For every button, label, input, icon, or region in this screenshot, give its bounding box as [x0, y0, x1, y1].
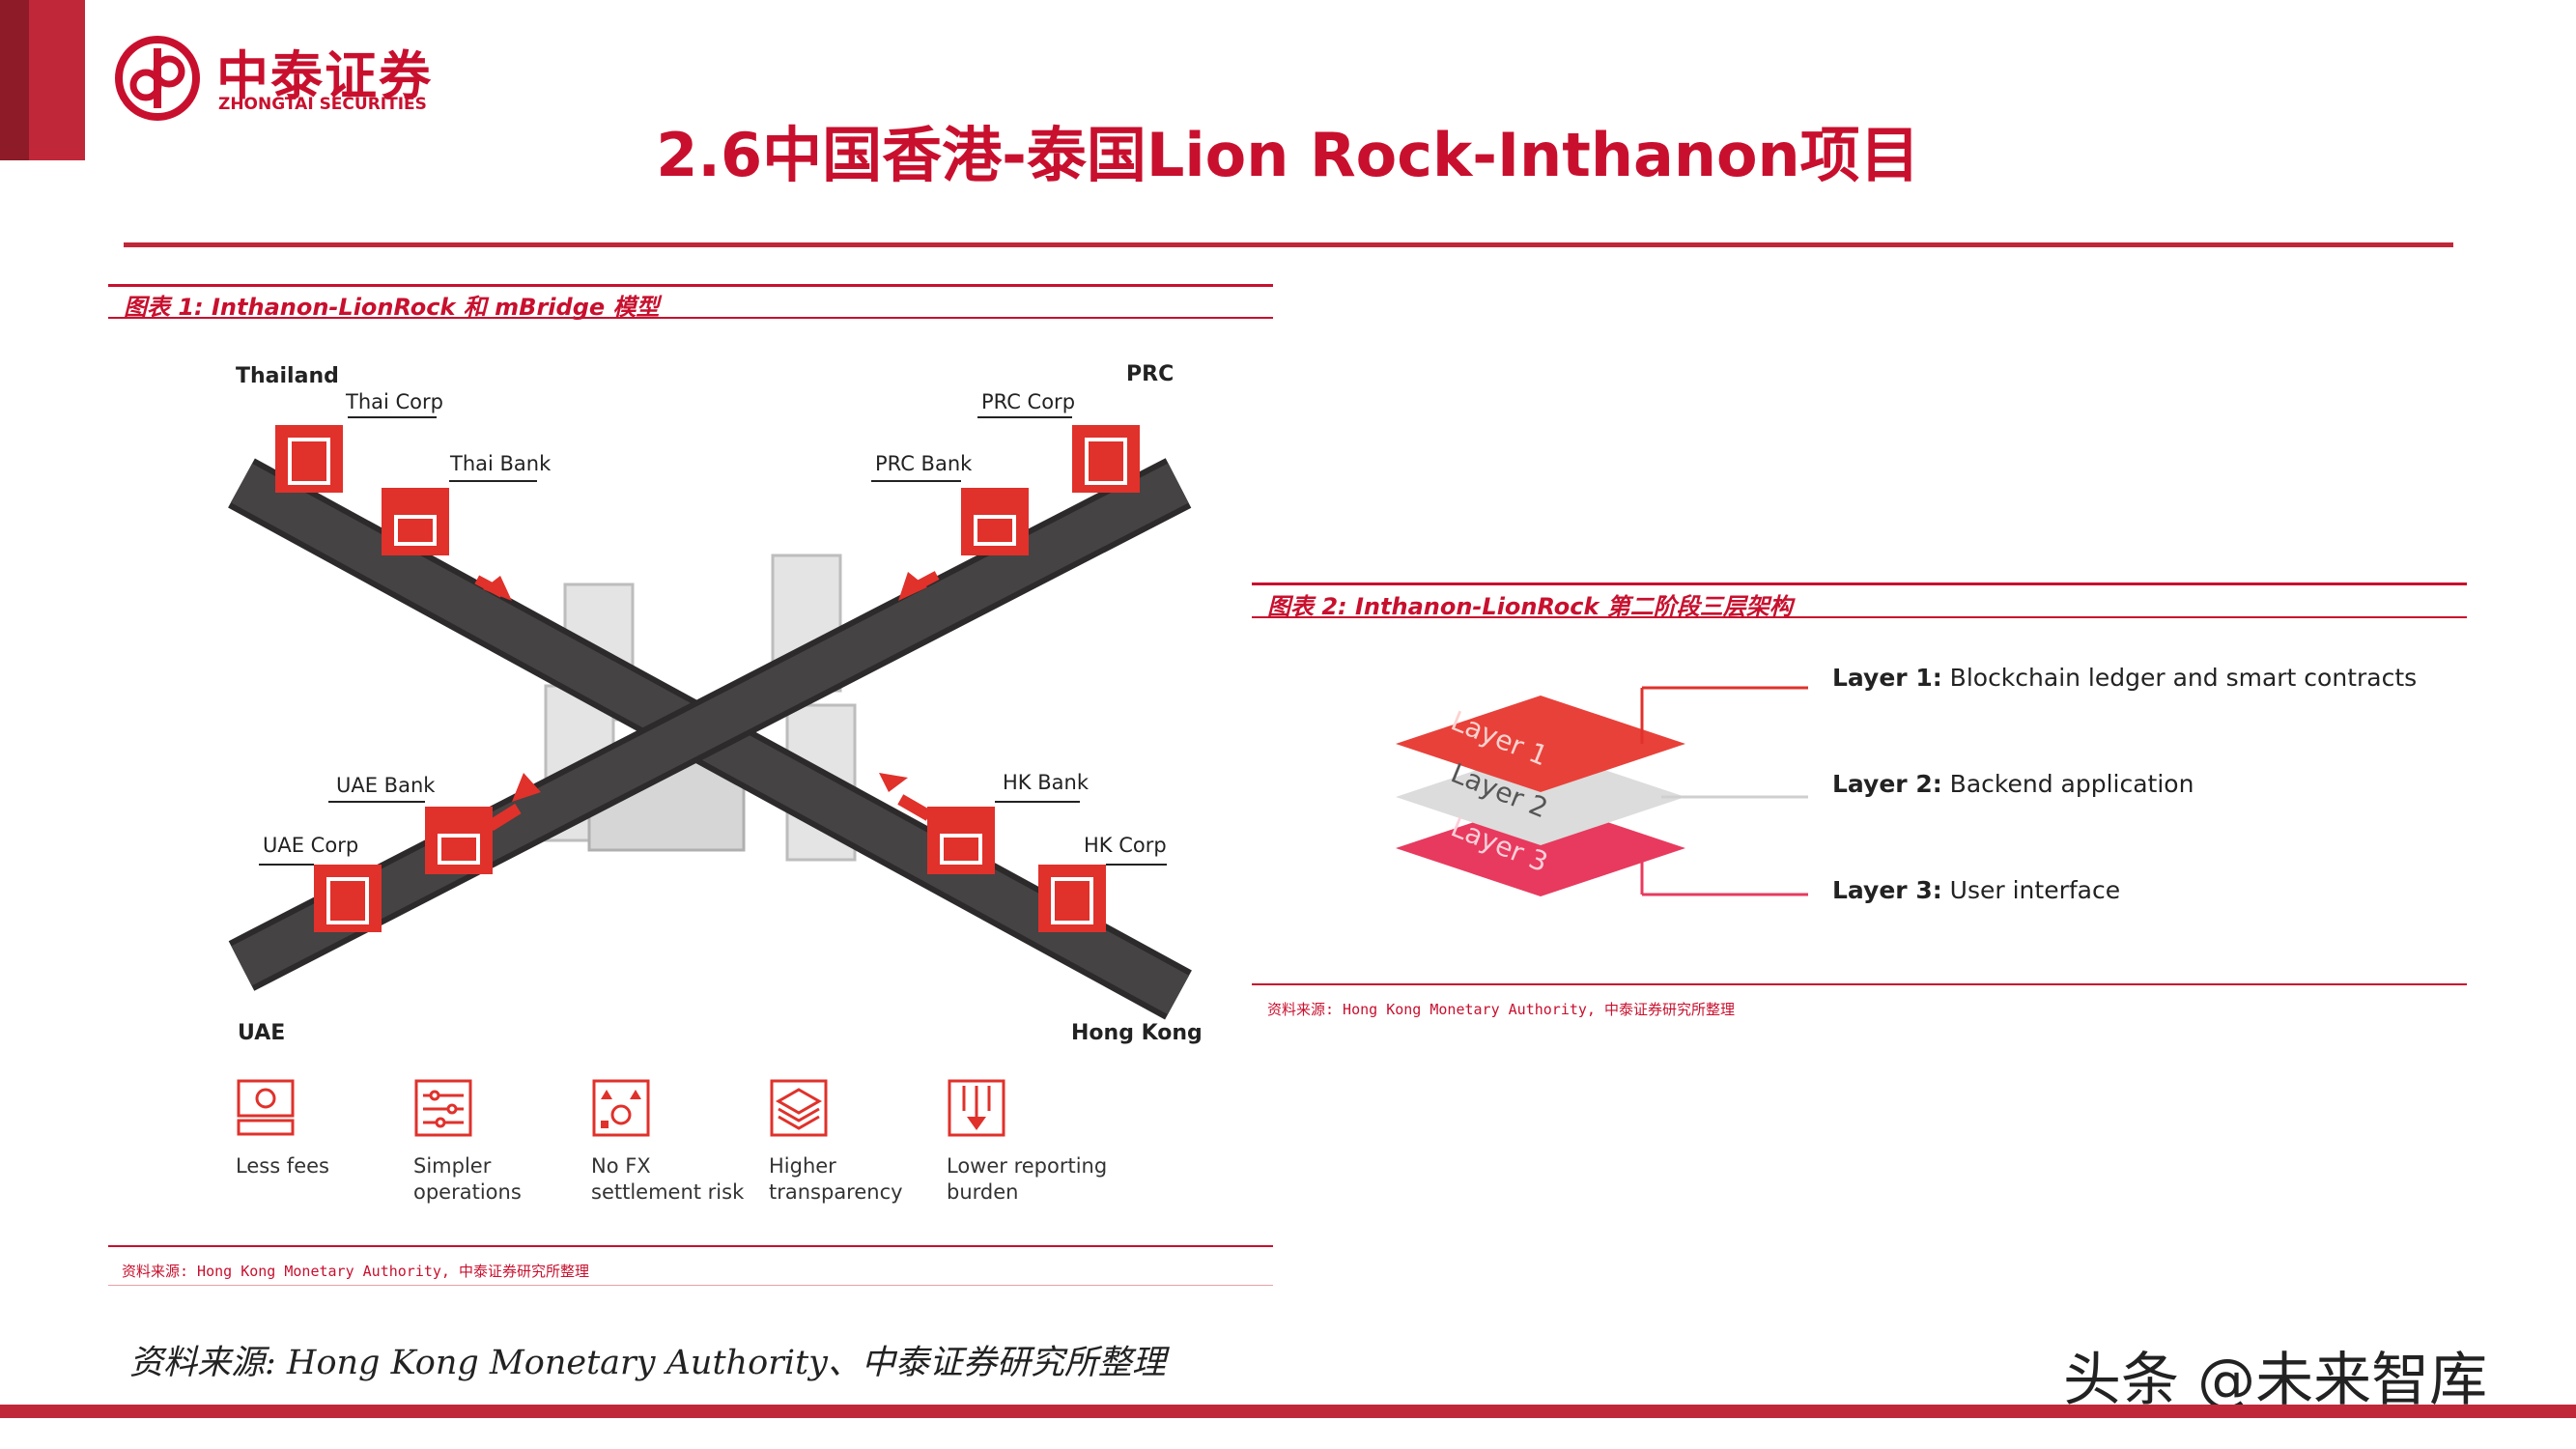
- layer3-tile: [1396, 800, 1685, 896]
- brand-name-en: ZHONGTAI SECURITIES: [218, 95, 427, 114]
- figure1-bottom-rule: [108, 1245, 1273, 1247]
- benefit-label-no-fx-risk: No FX settlement risk: [591, 1154, 745, 1204]
- figure1-top-rule: [108, 284, 1273, 287]
- benefit-label-less-fees: Less fees: [236, 1154, 329, 1178]
- figure1-caption-rule: [108, 317, 1273, 319]
- region-label-uae: UAE: [238, 1021, 286, 1045]
- figure2-caption: 图表 2: Inthanon-LionRock 第二阶段三层架构: [1267, 593, 1793, 620]
- benefit-label-higher-transparency: Higher transparency: [769, 1154, 903, 1204]
- zhongtai-logo-icon: [115, 36, 200, 121]
- fx-risk-icon: [592, 1079, 650, 1137]
- layer3-description: Layer 3: User interface: [1832, 876, 2121, 904]
- three-layer-stack-diagram: [1396, 686, 1808, 896]
- node-label-thai-bank: Thai Bank: [450, 452, 552, 475]
- node-label-hk-bank: HK Bank: [1003, 771, 1089, 794]
- node-label-prc-bank: PRC Bank: [875, 452, 973, 475]
- figure2-bottom-rule: [1252, 983, 2467, 985]
- figure2-top-rule: [1252, 582, 2467, 585]
- node-label-hk-corp: HK Corp: [1084, 834, 1167, 857]
- bottom-accent-bar: [0, 1405, 2576, 1418]
- figure1-end-rule: [108, 1285, 1273, 1286]
- figure2-source: 资料来源: Hong Kong Monetary Authority, 中泰证券…: [1267, 1001, 1735, 1018]
- figure1-source: 资料来源: Hong Kong Monetary Authority, 中泰证券…: [122, 1263, 589, 1280]
- region-label-hong-kong: Hong Kong: [1071, 1021, 1203, 1045]
- layer1-description: Layer 1: Blockchain ledger and smart con…: [1832, 664, 2418, 692]
- page-source-note: 资料来源: Hong Kong Monetary Authority、中泰证券研…: [129, 1344, 1166, 1382]
- layer2-description: Layer 2: Backend application: [1832, 770, 2194, 798]
- watermark: 头条 @未来智库: [2063, 1347, 2488, 1414]
- figure2-caption-rule: [1252, 616, 2467, 618]
- cross-border-bridge-diagram: [228, 416, 1192, 1020]
- reporting-icon: [948, 1079, 1005, 1137]
- benefit-label-simpler-operations: Simpler operations: [413, 1154, 522, 1204]
- title-divider: [124, 242, 2453, 247]
- brand-name-cn: 中泰证券: [216, 45, 433, 106]
- node-label-prc-corp: PRC Corp: [981, 390, 1076, 413]
- node-label-uae-bank: UAE Bank: [336, 774, 436, 797]
- layer1-tile: [1396, 696, 1685, 792]
- region-label-prc: PRC: [1126, 362, 1175, 386]
- corner-accent-bar: [0, 0, 85, 160]
- layer2-tile: [1396, 749, 1685, 845]
- settings-sliders-icon: [414, 1079, 472, 1137]
- node-label-uae-corp: UAE Corp: [263, 834, 359, 857]
- figure1-caption: 图表 1: Inthanon-LionRock 和 mBridge 模型: [124, 294, 660, 321]
- benefit-label-lower-reporting: Lower reporting burden: [947, 1154, 1108, 1204]
- page-title: 2.6中国香港-泰国Lion Rock-Inthanon项目: [656, 120, 1920, 190]
- money-icon: [237, 1079, 295, 1136]
- layers-icon: [770, 1079, 828, 1137]
- node-label-thai-corp: Thai Corp: [346, 390, 443, 413]
- region-label-thailand: Thailand: [236, 364, 339, 388]
